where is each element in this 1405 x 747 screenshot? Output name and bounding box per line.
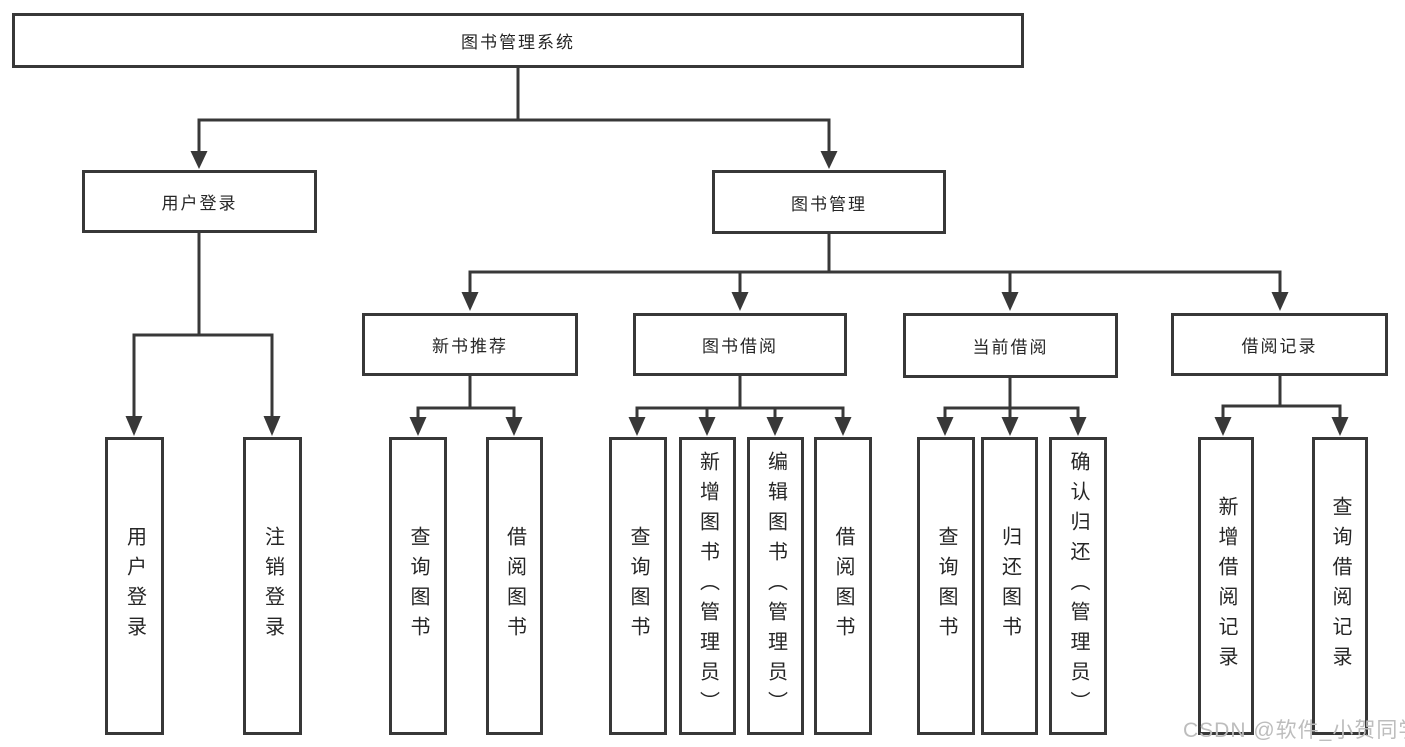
node-add-borrow-record-label: 新增借阅记录 [1215, 496, 1237, 676]
node-query-borrow-record-label: 查询借阅记录 [1329, 496, 1351, 676]
node-add-book-admin-label: 新增图书（管理员） [696, 451, 719, 721]
node-root-label: 图书管理系统 [461, 33, 575, 52]
node-user-login-leaf-label: 用户登录 [123, 526, 146, 646]
node-query-books-current: 查询图书 [917, 437, 975, 735]
node-logout-label: 注销登录 [261, 526, 284, 646]
node-edit-book-admin-label: 编辑图书（管理员） [764, 451, 787, 721]
node-add-borrow-record: 新增借阅记录 [1198, 437, 1254, 735]
node-book-mgmt-label: 图书管理 [791, 194, 867, 214]
node-user-login: 用户登录 [82, 170, 317, 233]
node-book-borrow: 图书借阅 [633, 313, 847, 376]
node-borrow-books-rec-label: 借阅图书 [503, 526, 526, 646]
connector-book-borrow-branch [635, 375, 845, 418]
node-query-books-borrow-label: 查询图书 [627, 526, 649, 646]
node-query-books-borrow: 查询图书 [609, 437, 667, 735]
node-borrow-records: 借阅记录 [1171, 313, 1388, 376]
node-return-book-label: 归还图书 [998, 526, 1021, 646]
node-confirm-return-admin-label: 确认归还（管理员） [1067, 451, 1089, 721]
node-book-borrow-label: 图书借阅 [702, 337, 778, 356]
connector-borrow-records-branch [1221, 375, 1342, 418]
connector-user-login-branch [132, 232, 274, 416]
node-new-book-rec-label: 新书推荐 [432, 337, 508, 356]
node-add-book-admin: 新增图书（管理员） [679, 437, 736, 735]
connector-current-borrow-branch [943, 377, 1080, 418]
node-query-borrow-record: 查询借阅记录 [1312, 437, 1368, 735]
node-current-borrow-label: 当前借阅 [972, 338, 1049, 357]
node-edit-book-admin: 编辑图书（管理员） [747, 437, 804, 735]
node-user-login-label: 用户登录 [161, 194, 238, 213]
connector-new-book-rec-branch [416, 375, 516, 418]
csdn-watermark: CSDN @软件_小贺同学 [1183, 719, 1405, 742]
node-root: 图书管理系统 [12, 13, 1024, 68]
node-borrow-books-leaf: 借阅图书 [814, 437, 872, 735]
node-current-borrow: 当前借阅 [903, 313, 1118, 378]
node-borrow-books-leaf-label: 借阅图书 [832, 526, 854, 646]
connector-book-mgmt-branch [468, 234, 1282, 293]
node-book-mgmt: 图书管理 [712, 170, 946, 234]
node-logout: 注销登录 [243, 437, 302, 735]
node-borrow-books-rec: 借阅图书 [486, 437, 543, 735]
node-borrow-records-label: 借阅记录 [1241, 337, 1318, 356]
node-user-login-leaf: 用户登录 [105, 437, 164, 735]
node-query-books-rec: 查询图书 [389, 437, 447, 735]
connector-root-to-level2 [197, 66, 831, 153]
node-return-book: 归还图书 [981, 437, 1038, 735]
node-confirm-return-admin: 确认归还（管理员） [1049, 437, 1107, 735]
node-query-books-current-label: 查询图书 [935, 526, 957, 646]
node-query-books-rec-label: 查询图书 [407, 526, 429, 646]
node-new-book-rec: 新书推荐 [362, 313, 578, 376]
